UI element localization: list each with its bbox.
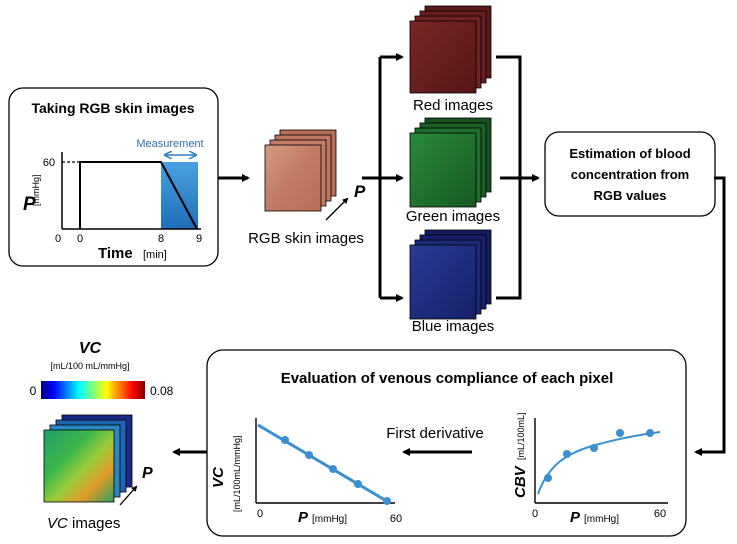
vc-x-unit: [mmHg]: [312, 514, 347, 525]
vc-x-tick-0: 0: [257, 508, 263, 520]
cbv-x-tick-0: 0: [532, 508, 538, 520]
measurement-label: Measurement: [136, 138, 203, 150]
cbv-data-point: [590, 444, 598, 452]
evaluation-title: Evaluation of venous compliance of each …: [281, 370, 614, 387]
estimation-line-2: concentration from: [571, 167, 689, 182]
x-tick-0a: 0: [55, 233, 61, 245]
pressure-increase-arrow: [325, 197, 349, 221]
cbv-x-unit: [mmHg]: [584, 514, 619, 525]
cbv-data-point: [563, 450, 571, 458]
blue-images-label: Blue images: [412, 318, 495, 335]
vc-data-points: [281, 436, 391, 505]
pressure-symbol: P: [23, 194, 36, 215]
vc-x-symbol: P: [298, 509, 309, 526]
vc-colorbar: [41, 381, 145, 399]
vc-output-title: VC: [79, 340, 102, 357]
vc-plot: VC [mL/100mL/mmHg] 0 60 P [mmHg]: [210, 418, 402, 526]
taking-images-title: Taking RGB skin images: [31, 100, 194, 116]
estimation-box: Estimation of blood concentration from R…: [544, 131, 716, 217]
vc-output-unit: [mL/100 mL/mmHg]: [50, 361, 129, 371]
vc-data-point: [329, 465, 337, 473]
arrow-to-evaluation: [694, 176, 726, 456]
rgb-images-label: RGB skin images: [248, 230, 364, 247]
red-image-stack: [409, 5, 492, 94]
cbv-plot: CBV [mL/100mL] 0 60 P [mmHg]: [512, 412, 668, 526]
estimation-line-1: Estimation of blood: [569, 146, 690, 161]
colorbar-max: 0.08: [150, 384, 174, 398]
x-tick-9: 9: [196, 233, 202, 245]
red-images-label: Red images: [413, 97, 493, 114]
vc-output: VC [mL/100 mL/mmHg] 0 0.08 P VC images: [30, 340, 174, 532]
vc-image-front: [43, 429, 115, 503]
vc-pressure-symbol: P: [142, 465, 153, 482]
pressure-protocol-line: [79, 161, 198, 230]
cbv-x-tick-60: 60: [654, 508, 666, 520]
rgb-image-stack: [264, 129, 337, 212]
channel-merge-arrows: [496, 55, 540, 300]
vc-y-unit: [mL/100mL/mmHg]: [232, 435, 242, 512]
pressure-unit: [mmHg]: [31, 175, 41, 207]
vc-data-point: [383, 497, 391, 505]
x-tick-8: 8: [158, 233, 164, 245]
cbv-x-symbol: P: [570, 509, 581, 526]
green-images-label: Green images: [406, 208, 500, 225]
cbv-data-point: [616, 429, 624, 437]
vc-x-tick-60: 60: [390, 513, 402, 525]
vc-data-point: [281, 436, 289, 444]
cbv-data-point: [646, 429, 654, 437]
colorbar-min: 0: [30, 384, 37, 398]
cbv-data-points: [544, 429, 654, 482]
vc-images-label-rest: images: [68, 515, 121, 532]
y-tick-60: 60: [43, 157, 55, 169]
vc-data-point: [354, 480, 362, 488]
channel-split-arrows: [362, 53, 404, 302]
blue-image-stack: [409, 229, 492, 320]
estimation-line-3: RGB values: [594, 188, 667, 203]
rgb-pressure-symbol: P: [354, 182, 366, 201]
vc-y-symbol: VC: [210, 466, 227, 488]
rgb-image-front: [264, 144, 322, 212]
time-axis-unit: [min]: [143, 249, 167, 261]
vc-fit-line: [257, 423, 391, 505]
cbv-data-point: [544, 474, 552, 482]
vc-pressure-arrow: [119, 485, 138, 506]
cbv-y-unit: [mL/100mL]: [516, 412, 526, 460]
first-derivative-label: First derivative: [386, 425, 484, 442]
time-axis-label: Time: [98, 245, 133, 262]
vc-data-point: [305, 451, 313, 459]
vc-images-label: VC images: [47, 515, 120, 532]
evaluation-box: Evaluation of venous compliance of each …: [206, 349, 687, 537]
cbv-y-symbol: CBV: [512, 464, 529, 498]
taking-images-box: Taking RGB skin images Measurement 60 P …: [8, 87, 219, 267]
vc-images-label-symbol: VC: [47, 515, 68, 532]
x-tick-0b: 0: [77, 233, 83, 245]
green-image-stack: [409, 117, 492, 208]
